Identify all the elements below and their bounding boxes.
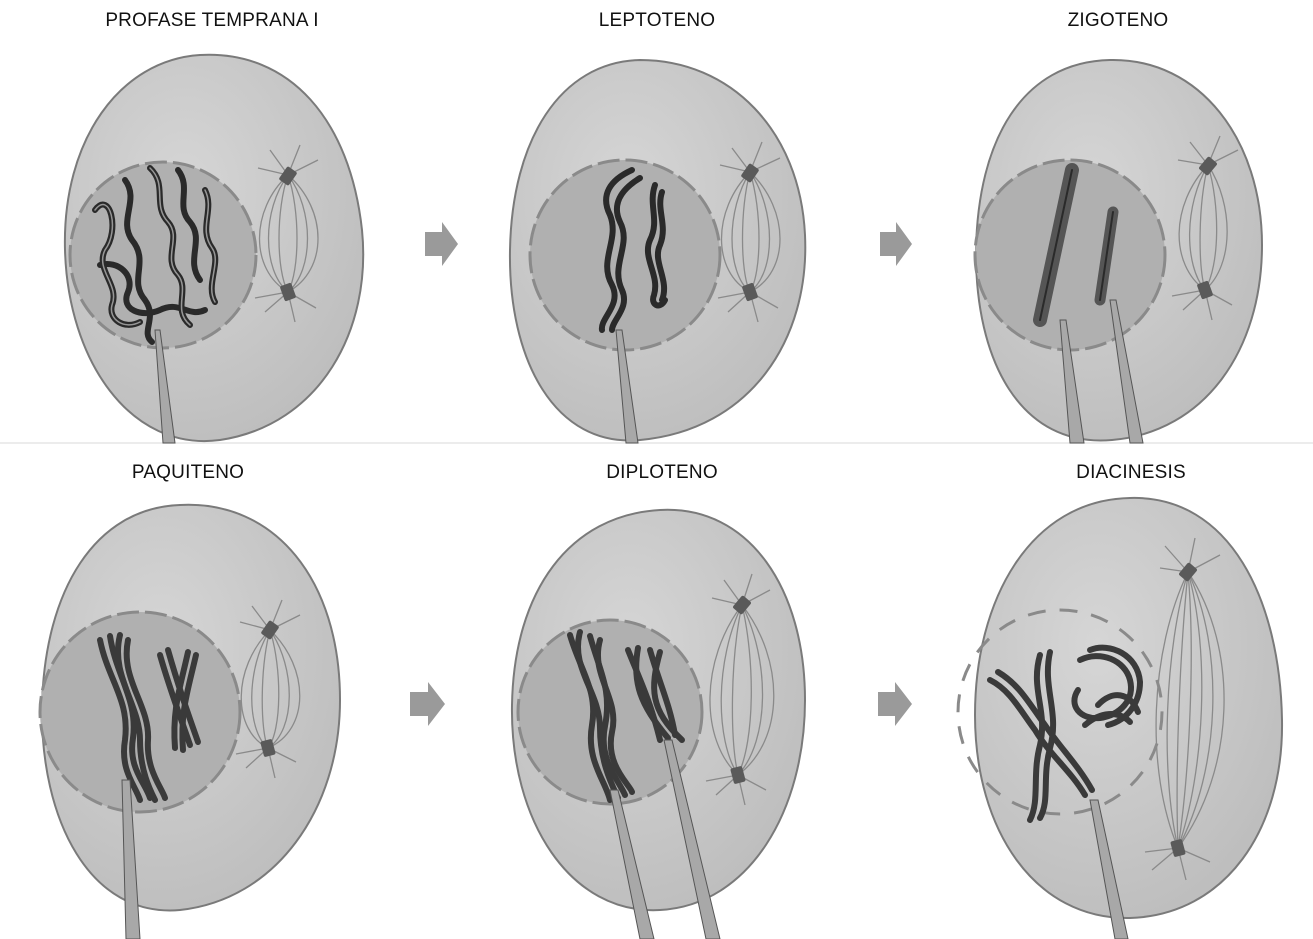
cell-diploteno xyxy=(512,510,805,939)
cell-leptoteno xyxy=(510,60,805,443)
right-arrow xyxy=(878,682,912,726)
cell-paquiteno xyxy=(40,505,340,939)
right-arrow xyxy=(410,682,445,726)
cell-profase-temprana xyxy=(65,55,363,443)
cell-zigoteno xyxy=(975,60,1262,443)
cell-diacinesis xyxy=(958,498,1282,939)
right-arrow xyxy=(425,222,458,266)
right-arrow xyxy=(880,222,912,266)
